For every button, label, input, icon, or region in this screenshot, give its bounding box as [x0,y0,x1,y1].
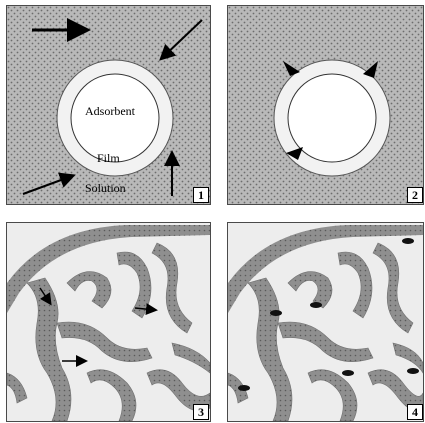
panel-4-graphic [228,223,423,421]
solution-label: Solution [85,181,126,196]
panel-3-pore-diffusion: 3 [6,222,211,422]
panel-number: 4 [407,404,423,420]
panel-2-graphic [228,6,423,204]
panel-2-film-diffusion: 2 [227,5,424,205]
panel-4-adsorption-on-sites: 4 [227,222,424,422]
panel-number: 1 [193,187,209,203]
panel-number: 2 [407,187,423,203]
adsorbent-label: Adsorbent [85,104,135,119]
panel-3-graphic [7,223,210,421]
panel-1-external-diffusion: Adsorbent Film Solution 1 [6,5,211,205]
panel-number: 3 [193,404,209,420]
film-label: Film [97,151,120,166]
